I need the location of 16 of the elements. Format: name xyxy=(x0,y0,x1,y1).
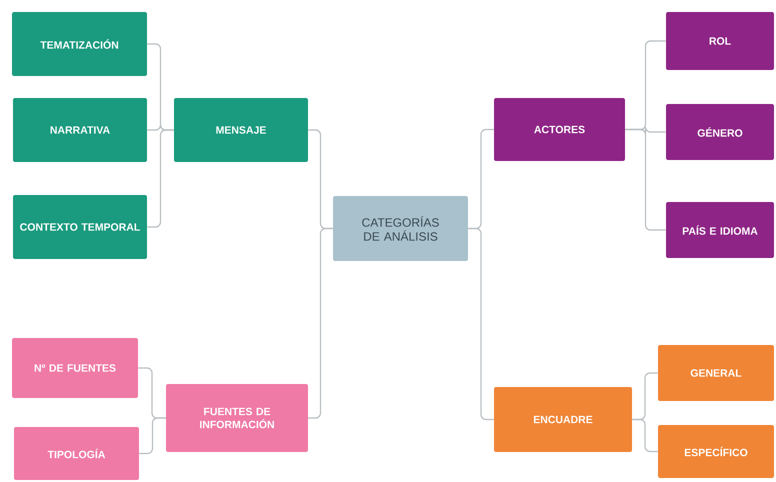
category-box: MENSAJE xyxy=(174,98,308,162)
category-box: ROL xyxy=(666,12,774,70)
category-box: GENERAL xyxy=(658,345,774,401)
category-box: GÉNERO xyxy=(666,104,774,160)
connector-line xyxy=(625,128,666,231)
category-box: ENCUADRE xyxy=(494,387,632,452)
category-box: CATEGORÍAS DE ANÁLISIS xyxy=(333,196,468,261)
category-box: ACTORES xyxy=(494,98,625,161)
category-box: FUENTES DE INFORMACIÓN xyxy=(166,384,308,452)
category-box: PAÍS E IDIOMA xyxy=(666,202,774,258)
category-box: TEMATIZACIÓN xyxy=(12,12,147,76)
category-box: CONTEXTO TEMPORAL xyxy=(13,195,147,259)
category-box: ESPECÍFICO xyxy=(658,425,774,478)
category-box: Nº DE FUENTES xyxy=(12,338,138,398)
category-box: NARRATIVA xyxy=(13,98,147,162)
category-box: TIPOLOGÍA xyxy=(14,427,139,480)
